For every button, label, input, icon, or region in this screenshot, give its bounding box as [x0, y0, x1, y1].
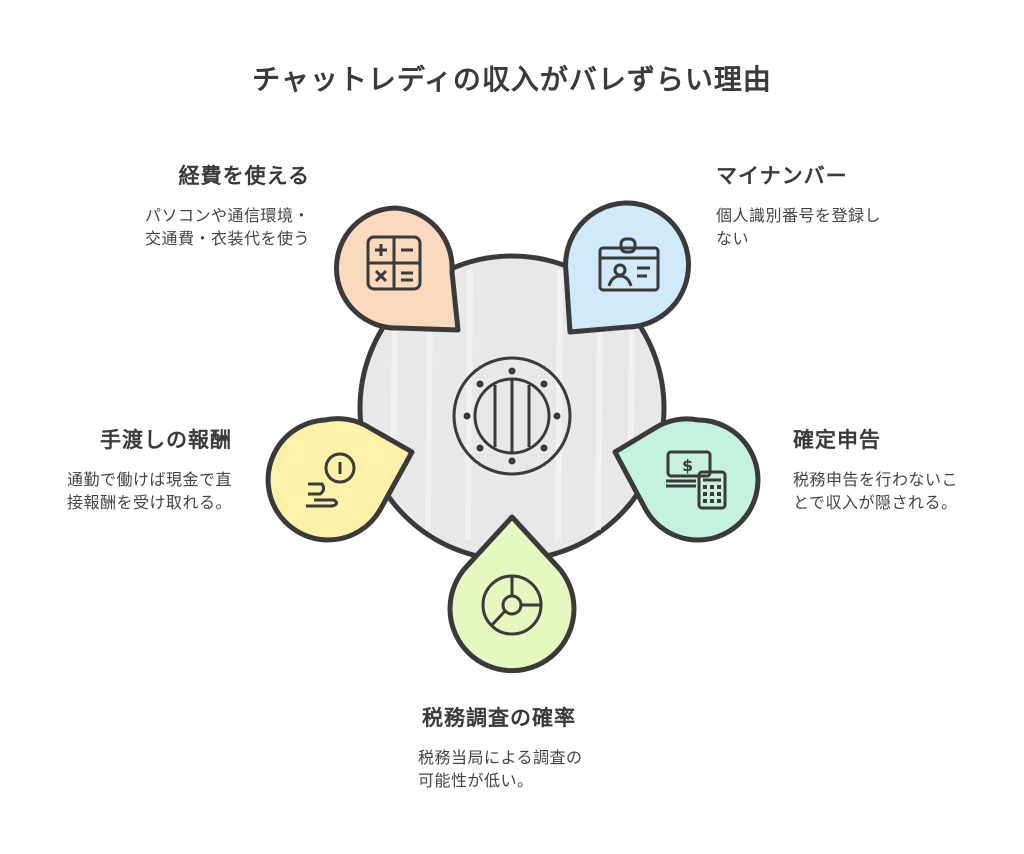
item-description: パソコンや通信環境・ 交通費・衣装代を使う — [144, 206, 310, 248]
item-description: 税務当局による調査の 可能性が低い。 — [418, 748, 583, 790]
id-card-icon — [598, 237, 660, 292]
item-heading: 経費を使える — [178, 164, 310, 188]
item-my-number: マイナンバー 個人識別番号を登録し ない — [716, 160, 966, 250]
item-heading: マイナンバー — [716, 164, 848, 188]
item-expenses: 経費を使える パソコンや通信環境・ 交通費・衣装代を使う — [60, 160, 310, 250]
item-cash-payment: 手渡しの報酬 通勤で働けば現金で直 接報酬を受け取れる。 — [20, 424, 232, 514]
item-tax-return: 確定申告 税務申告を行わないこ とで収入が隠される。 — [793, 424, 1013, 514]
pie-chart-icon — [481, 574, 543, 636]
hand-coin-icon — [306, 452, 356, 508]
item-heading: 確定申告 — [793, 428, 881, 452]
pin-expenses — [334, 205, 461, 333]
item-heading: 手渡しの報酬 — [100, 428, 232, 452]
item-description: 個人識別番号を登録し ない — [716, 206, 882, 248]
pin-tax-return: $ — [612, 416, 761, 543]
svg-text:$: $ — [682, 456, 693, 475]
page-title: チャットレディの収入がバレずらい理由 — [252, 63, 772, 96]
item-description: 税務申告を行わないこ とで収入が隠される。 — [793, 470, 959, 512]
item-audit-probability: 税務調査の確率 税務当局による調査の 可能性が低い。 — [418, 702, 658, 792]
pin-cash-payment — [265, 416, 415, 543]
vault-door-icon — [452, 356, 572, 476]
pin-my-number — [563, 200, 691, 335]
calculator-icon — [366, 235, 422, 291]
item-heading: 税務調査の確率 — [422, 706, 576, 730]
money-calculator-icon: $ — [666, 450, 727, 510]
pin-audit-probability — [447, 514, 577, 674]
item-description: 通勤で働けば現金で直 接報酬を受け取れる。 — [66, 470, 232, 512]
